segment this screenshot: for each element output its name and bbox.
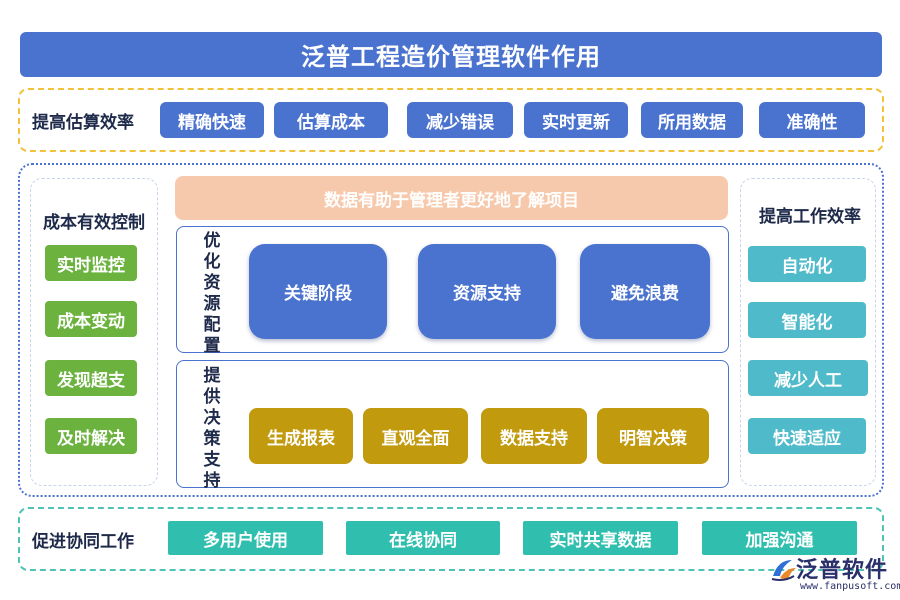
estimate-item: 精确快速 <box>160 102 264 138</box>
cost-control-item: 发现超支 <box>45 360 137 396</box>
brand-logo-name: 泛普软件 <box>796 558 889 583</box>
brand-logo-icon <box>771 560 796 581</box>
decision-item: 直观全面 <box>363 408 468 464</box>
work-efficiency-item: 智能化 <box>748 302 866 338</box>
collab-item: 加强沟通 <box>702 521 857 555</box>
resource-label: 优化资源配置 <box>203 231 221 356</box>
decision-item: 生成报表 <box>249 408 353 464</box>
estimate-section-title: 提高估算效率 <box>32 112 134 133</box>
collab-item: 多用户使用 <box>168 521 323 555</box>
estimate-item: 估算成本 <box>274 102 388 138</box>
work-efficiency-item: 快速适应 <box>748 418 866 454</box>
cost-control-item: 成本变动 <box>45 301 137 337</box>
brand-logo-url: www.fanpusoft.com <box>800 581 900 592</box>
resource-item: 关键阶段 <box>249 244 387 339</box>
cost-control-item: 及时解决 <box>45 418 137 454</box>
estimate-efficiency-section: 提高估算效率 <box>18 88 884 152</box>
collaboration-section: 促进协同工作 <box>18 507 884 571</box>
estimate-item: 所用数据 <box>641 102 743 138</box>
estimate-item: 减少错误 <box>407 102 513 138</box>
collab-item: 在线协同 <box>346 521 500 555</box>
cost-control-panel <box>30 178 158 486</box>
work-efficiency-panel <box>740 178 876 486</box>
cost-control-title: 成本有效控制 <box>43 212 145 233</box>
resource-item: 避免浪费 <box>580 244 710 339</box>
page-title: 泛普工程造价管理软件作用 <box>20 32 882 77</box>
collab-section-title: 促进协同工作 <box>32 531 134 552</box>
decision-item: 明智决策 <box>597 408 709 464</box>
work-efficiency-item: 减少人工 <box>748 360 868 396</box>
estimate-item: 实时更新 <box>524 102 628 138</box>
data-banner: 数据有助于管理者更好地了解项目 <box>175 176 728 220</box>
cost-control-item: 实时监控 <box>45 245 137 281</box>
decision-label: 提供决策支持 <box>203 366 221 491</box>
collab-item: 实时共享数据 <box>523 521 678 555</box>
estimate-item: 准确性 <box>759 102 865 138</box>
decision-item: 数据支持 <box>481 408 587 464</box>
work-efficiency-title: 提高工作效率 <box>759 206 861 227</box>
resource-item: 资源支持 <box>418 244 556 339</box>
brand-logo: 泛普软件 www.fanpusoft.com <box>770 552 900 596</box>
work-efficiency-item: 自动化 <box>748 246 866 282</box>
middle-section-frame <box>18 163 884 497</box>
